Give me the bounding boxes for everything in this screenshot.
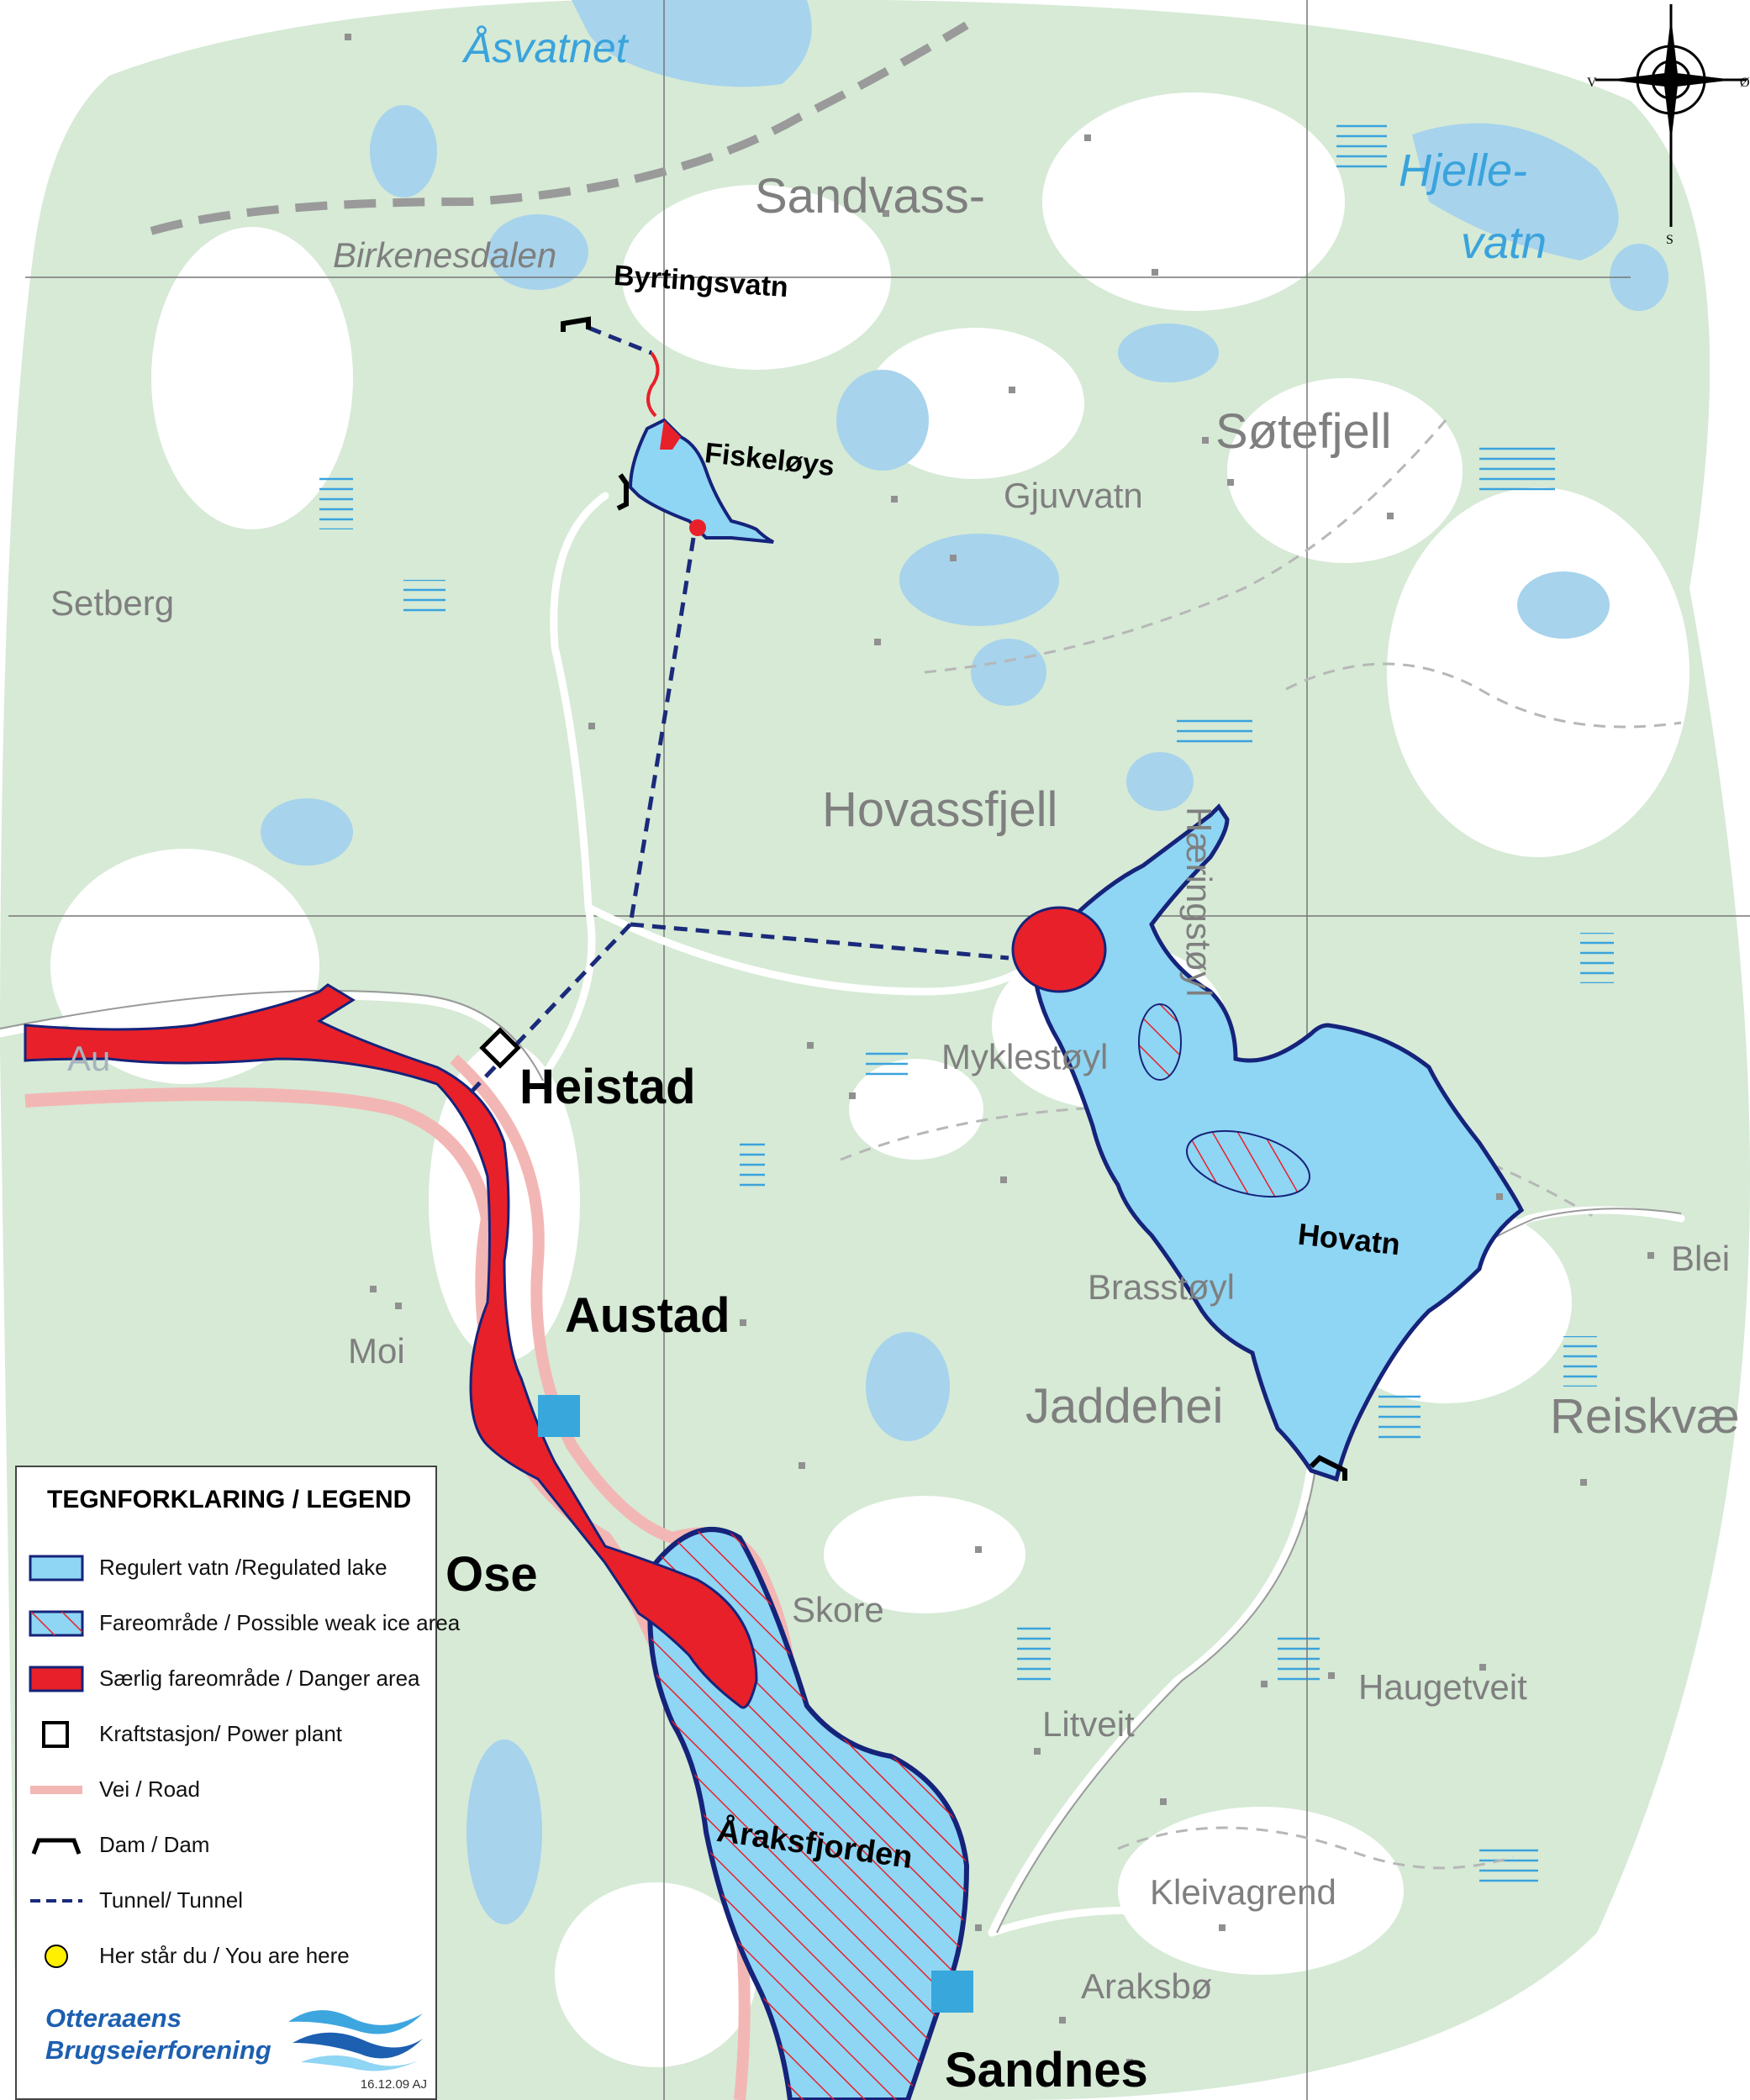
legend-item-regulated-lake: Regulert vatn /Regulated lake [29,1548,432,1585]
boundary-line [150,21,969,235]
label-vatn: vatn [1461,218,1547,268]
dams [561,316,1347,1481]
fiskeloys-danger-1 [660,420,681,450]
label-kleivagrend: Kleivagrend [1150,1872,1336,1912]
natural-lakes [261,0,1668,1924]
power-plant-icon [42,1721,69,1748]
weak-ice-hatch-icon [29,1610,84,1637]
label-haeringstoyl: Hæringstøyl [1179,807,1219,997]
label-ose: Ose [445,1547,538,1602]
compass-south-label: S [1666,233,1674,244]
dam-icon [31,1838,82,1855]
label-myklestoyl: Myklestøyl [941,1037,1109,1076]
compass-rose-icon: V Ø S [1587,4,1750,244]
church-icons [538,1395,973,2013]
label-sotefjell: Søtefjell [1215,404,1392,459]
label-birkenesdalen: Birkenesdalen [333,235,557,275]
road-icon [30,1786,82,1794]
compass-west-label: V [1587,76,1597,90]
fiskeloys-lake [628,418,774,544]
label-gjuvvatn: Gjuvvatn [1004,476,1143,515]
date-stamp: 16.12.09 AJ [360,2077,427,2092]
label-hjelle: Hjelle- [1399,145,1528,196]
regulated-lake-icon [29,1555,84,1582]
legend-item-danger: Særlig fareområde / Danger area [29,1659,432,1696]
tunnels [469,325,1009,1094]
legend-label-weak-ice: Fareområde / Possible weak ice area [99,1610,461,1635]
legend-item-road: Vei / Road [29,1770,432,1807]
label-skore: Skore [792,1590,884,1629]
you-are-here-icon [45,1945,68,1968]
label-heistad: Heistad [519,1060,696,1114]
label-austad-faded: Au [67,1039,111,1078]
label-litveit: Litveit [1042,1704,1135,1744]
legend-label-road: Vei / Road [99,1776,200,1802]
label-reiskvae: Reiskvæ [1550,1389,1740,1444]
label-araksbo: Araksbø [1081,1966,1213,2006]
label-jaddehei: Jaddehei [1025,1379,1224,1434]
legend-title: TEGNFORKLARING / LEGEND [47,1486,412,1513]
org-name-line1: Otteraaens [45,2003,182,2033]
tunnel-icon [30,1899,82,1903]
legend-label-power-plant: Kraftstasjon/ Power plant [99,1721,343,1746]
org-name-line2: Brugseierforening [45,2035,271,2065]
legend-item-dam: Dam / Dam [29,1825,432,1862]
legend-label-regulated-lake: Regulert vatn /Regulated lake [99,1555,387,1580]
label-moi: Moi [348,1331,405,1371]
legend-item-you-are-here: Her står du / You are here [29,1936,432,1973]
danger-area-icon [29,1666,84,1692]
legend-item-tunnel: Tunnel/ Tunnel [29,1881,432,1918]
legend-label-you-are-here: Her står du / You are here [99,1943,350,1968]
compass-east-label: Ø [1740,76,1750,90]
label-asvatnet: Åsvatnet [464,24,628,71]
hovatn-weak-ice-1 [1138,1003,1182,1081]
label-sandnes: Sandnes [945,2043,1148,2097]
legend-label-dam: Dam / Dam [99,1832,210,1857]
fiskeloys-danger-2 [689,519,706,536]
legend-item-weak-ice: Fareområde / Possible weak ice area [29,1603,460,1640]
map-legend: TEGNFORKLARING / LEGEND Regulert vatn /R… [15,1466,460,2100]
label-setberg: Setberg [50,583,175,623]
hovatn-weak-ice-2 [1185,1130,1311,1197]
label-blei: Blei [1671,1239,1731,1278]
label-haugetveit: Haugetveit [1358,1667,1527,1707]
red-stream [646,351,660,418]
legend-label-tunnel: Tunnel/ Tunnel [99,1887,244,1913]
org-logo-icon [288,2010,423,2071]
legend-label-danger: Særlig fareområde / Danger area [99,1666,420,1691]
marsh-patches [319,118,1614,1882]
legend-item-power-plant: Kraftstasjon/ Power plant [29,1714,432,1751]
label-brasstoyl: Brasstøyl [1088,1267,1236,1307]
hovatn-danger-area [1011,906,1107,993]
danger-area-river [24,983,758,1709]
label-austad: Austad [565,1288,730,1343]
power-plant [479,1027,521,1069]
label-sandvass: Sandvass- [755,169,986,224]
settlement-dots [345,34,1654,2066]
label-hovassfjell: Hovassfjell [822,782,1058,837]
